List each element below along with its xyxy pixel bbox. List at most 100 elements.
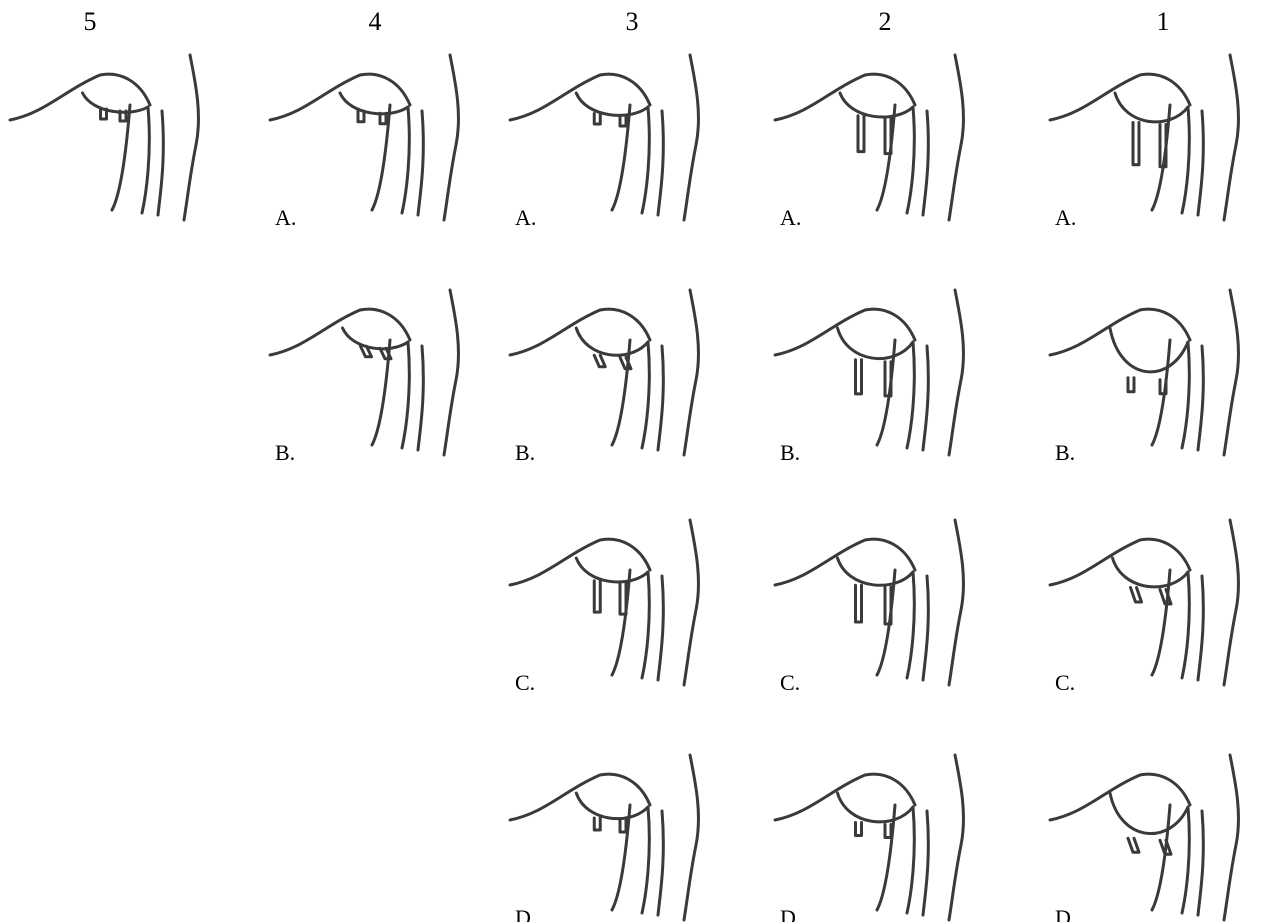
row-label-b: B.	[780, 440, 800, 465]
udder-sketch-c4-b: B.	[270, 290, 458, 465]
teat-1	[594, 355, 605, 367]
column-label-3: 3	[626, 7, 639, 36]
hind-leg-rear	[658, 111, 663, 215]
row-label-c: C.	[515, 670, 535, 695]
hind-leg-front	[907, 342, 914, 448]
hind-leg-rear	[1198, 346, 1203, 450]
udder-floor	[838, 328, 914, 359]
row-label-a: A.	[780, 205, 801, 230]
hind-leg-front	[1182, 107, 1189, 213]
rear-outline	[684, 520, 698, 685]
rear-outline	[684, 755, 698, 920]
hind-leg-rear	[923, 111, 928, 215]
udder-floor	[1113, 558, 1189, 587]
row-label-c: C.	[780, 670, 800, 695]
hind-leg-rear	[923, 576, 928, 680]
udder-floor	[340, 93, 408, 114]
hind-leg-front	[142, 107, 149, 213]
udder-sketch-c1-a: A.	[1050, 55, 1238, 230]
hind-leg-front	[907, 572, 914, 678]
hind-leg-front	[1182, 572, 1189, 678]
hind-leg-front	[402, 107, 409, 213]
hind-leg-front	[1182, 342, 1189, 448]
teat-1	[856, 360, 862, 394]
rear-outline	[1224, 520, 1238, 685]
udder-sketch-c2-a: A.	[775, 55, 963, 230]
hind-leg-front	[642, 107, 649, 213]
hind-leg-rear	[1198, 811, 1203, 915]
udder-sketch-c2-b: B.	[775, 290, 963, 465]
teat-1	[1131, 588, 1142, 603]
row-label-d: D.	[780, 905, 801, 922]
row-label-b: B.	[275, 440, 295, 465]
teat-1	[358, 111, 364, 122]
rear-outline	[684, 290, 698, 455]
udder-sketch-c1-d: D.	[1050, 755, 1238, 922]
hind-leg-rear	[923, 346, 928, 450]
hind-leg-front	[907, 107, 914, 213]
udder-sketch-c1-b: B.	[1050, 290, 1238, 465]
hind-leg-rear	[1198, 111, 1203, 215]
rear-outline	[1224, 290, 1238, 455]
column-label-2: 2	[879, 7, 892, 36]
udder-floor	[576, 93, 648, 115]
row-label-d: D.	[515, 905, 536, 922]
hind-leg-rear	[418, 111, 423, 215]
rear-outline	[949, 290, 963, 455]
column-label-4: 4	[369, 7, 382, 36]
udder-floor	[576, 793, 648, 819]
teat-2	[620, 820, 626, 832]
row-label-a: A.	[515, 205, 536, 230]
hind-leg-inner	[372, 340, 390, 445]
teat-1	[1128, 838, 1139, 852]
teat-1	[594, 818, 600, 830]
udder-sketch-c3-d: D.	[510, 755, 698, 922]
rear-outline	[949, 520, 963, 685]
udder-sketch-c4-a: A.	[270, 55, 458, 230]
row-label-b: B.	[1055, 440, 1075, 465]
hind-leg-front	[642, 572, 649, 678]
teat-1	[1128, 378, 1134, 392]
row-label-a: A.	[275, 205, 296, 230]
udder-floor	[838, 793, 914, 822]
udder-floor	[1115, 93, 1188, 122]
rear-outline	[684, 55, 698, 220]
teat-1	[1133, 123, 1139, 165]
teat-1	[856, 823, 862, 836]
rear-outline	[949, 755, 963, 920]
udder-floor	[1110, 328, 1188, 372]
udder-floor	[343, 328, 409, 349]
teat-2	[885, 825, 891, 838]
udder-sketch-c2-c: C.	[775, 520, 963, 695]
hind-leg-rear	[658, 346, 663, 450]
teat-1	[594, 581, 600, 612]
hind-leg-front	[907, 807, 914, 913]
column-label-1: 1	[1157, 7, 1170, 36]
teat-2	[620, 116, 626, 127]
rear-outline	[444, 290, 458, 455]
hind-leg-front	[642, 807, 649, 913]
udder-sketch-c2-d: D.	[775, 755, 963, 922]
hind-leg-rear	[418, 346, 423, 450]
hind-leg-inner	[1152, 805, 1170, 910]
teat-1	[858, 116, 864, 152]
sketch-grid: A. B. A. B. C. D. A. B. C. D. A. B. C. D.	[10, 55, 1238, 922]
udder-floor	[576, 328, 648, 355]
rear-outline	[444, 55, 458, 220]
hind-leg-front	[1182, 807, 1189, 913]
udder-sketch-c3-a: A.	[510, 55, 698, 230]
udder-floor	[83, 93, 149, 112]
hind-leg-rear	[158, 111, 163, 215]
row-label-c: C.	[1055, 670, 1075, 695]
hind-leg-rear	[658, 576, 663, 680]
rear-outline	[184, 55, 198, 220]
row-label-b: B.	[515, 440, 535, 465]
rear-outline	[949, 55, 963, 220]
udder-sketch-c1-c: C.	[1050, 520, 1238, 695]
udder-sketch-c3-b: B.	[510, 290, 698, 465]
teat-1	[856, 585, 862, 622]
row-label-d: D.	[1055, 905, 1076, 922]
udder-floor	[840, 93, 913, 117]
